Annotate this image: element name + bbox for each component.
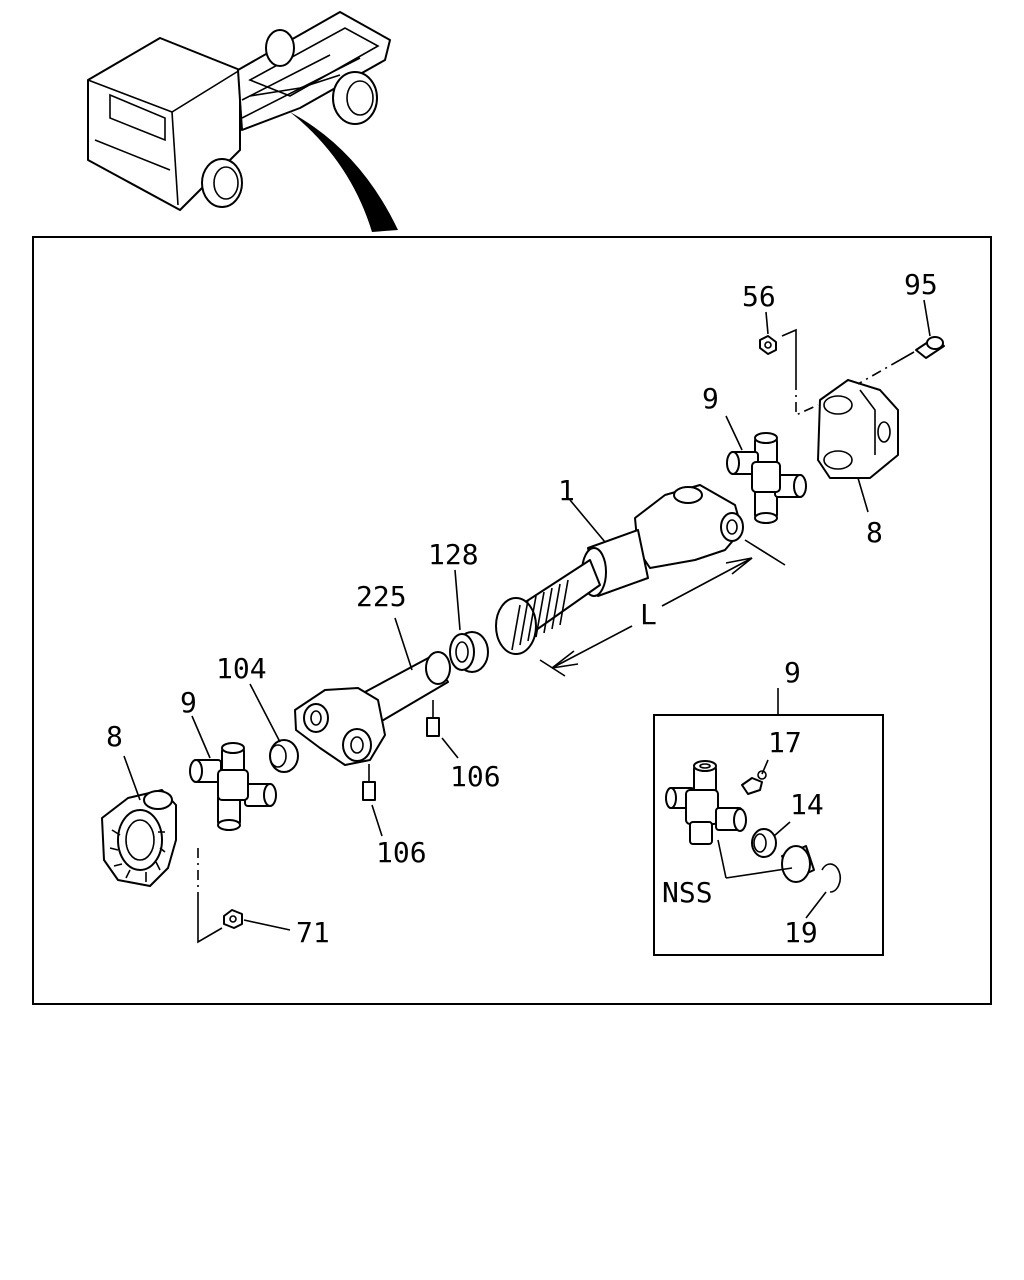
callout-8-right: 8 bbox=[866, 516, 883, 549]
callout-56: 56 bbox=[742, 280, 776, 313]
callout-104: 104 bbox=[216, 652, 267, 685]
nut-56 bbox=[759, 335, 777, 355]
slip-seal-128 bbox=[449, 631, 489, 673]
callout-95: 95 bbox=[904, 268, 938, 301]
slip-yoke-225 bbox=[294, 651, 451, 766]
label-nss: NSS bbox=[662, 876, 713, 909]
universal-joint-detail-frame bbox=[653, 714, 884, 956]
callout-9-right: 9 bbox=[702, 382, 719, 415]
callout-19: 19 bbox=[784, 916, 818, 949]
callout-1: 1 bbox=[558, 474, 575, 507]
grease-nipple-106-lower bbox=[362, 764, 376, 801]
nut-71 bbox=[223, 909, 243, 929]
dimension-label-L: L bbox=[640, 598, 657, 631]
callout-17: 17 bbox=[768, 726, 802, 759]
callout-225: 225 bbox=[356, 580, 407, 613]
callout-106-lower: 106 bbox=[376, 836, 427, 869]
universal-joint-detail bbox=[665, 760, 841, 893]
callout-9-detail: 9 bbox=[784, 656, 801, 689]
callout-8-left: 8 bbox=[106, 720, 123, 753]
length-dimension bbox=[539, 539, 786, 677]
universal-joint-left bbox=[189, 742, 277, 831]
sleeve-yoke-shaft bbox=[495, 484, 744, 655]
callout-106-upper: 106 bbox=[450, 760, 501, 793]
bolt-95 bbox=[899, 336, 945, 361]
flange-yoke-right bbox=[817, 379, 899, 479]
flange-yoke-left bbox=[101, 789, 177, 887]
callout-9-left: 9 bbox=[180, 686, 197, 719]
callout-14: 14 bbox=[790, 788, 824, 821]
main-diagram-frame bbox=[32, 236, 992, 1005]
grease-nipple-106-upper bbox=[426, 700, 440, 737]
dust-cap-104 bbox=[269, 739, 299, 773]
universal-joint-right bbox=[726, 432, 807, 524]
callout-128: 128 bbox=[428, 538, 479, 571]
callout-71: 71 bbox=[296, 916, 330, 949]
truck-locator-illustration bbox=[87, 11, 398, 232]
